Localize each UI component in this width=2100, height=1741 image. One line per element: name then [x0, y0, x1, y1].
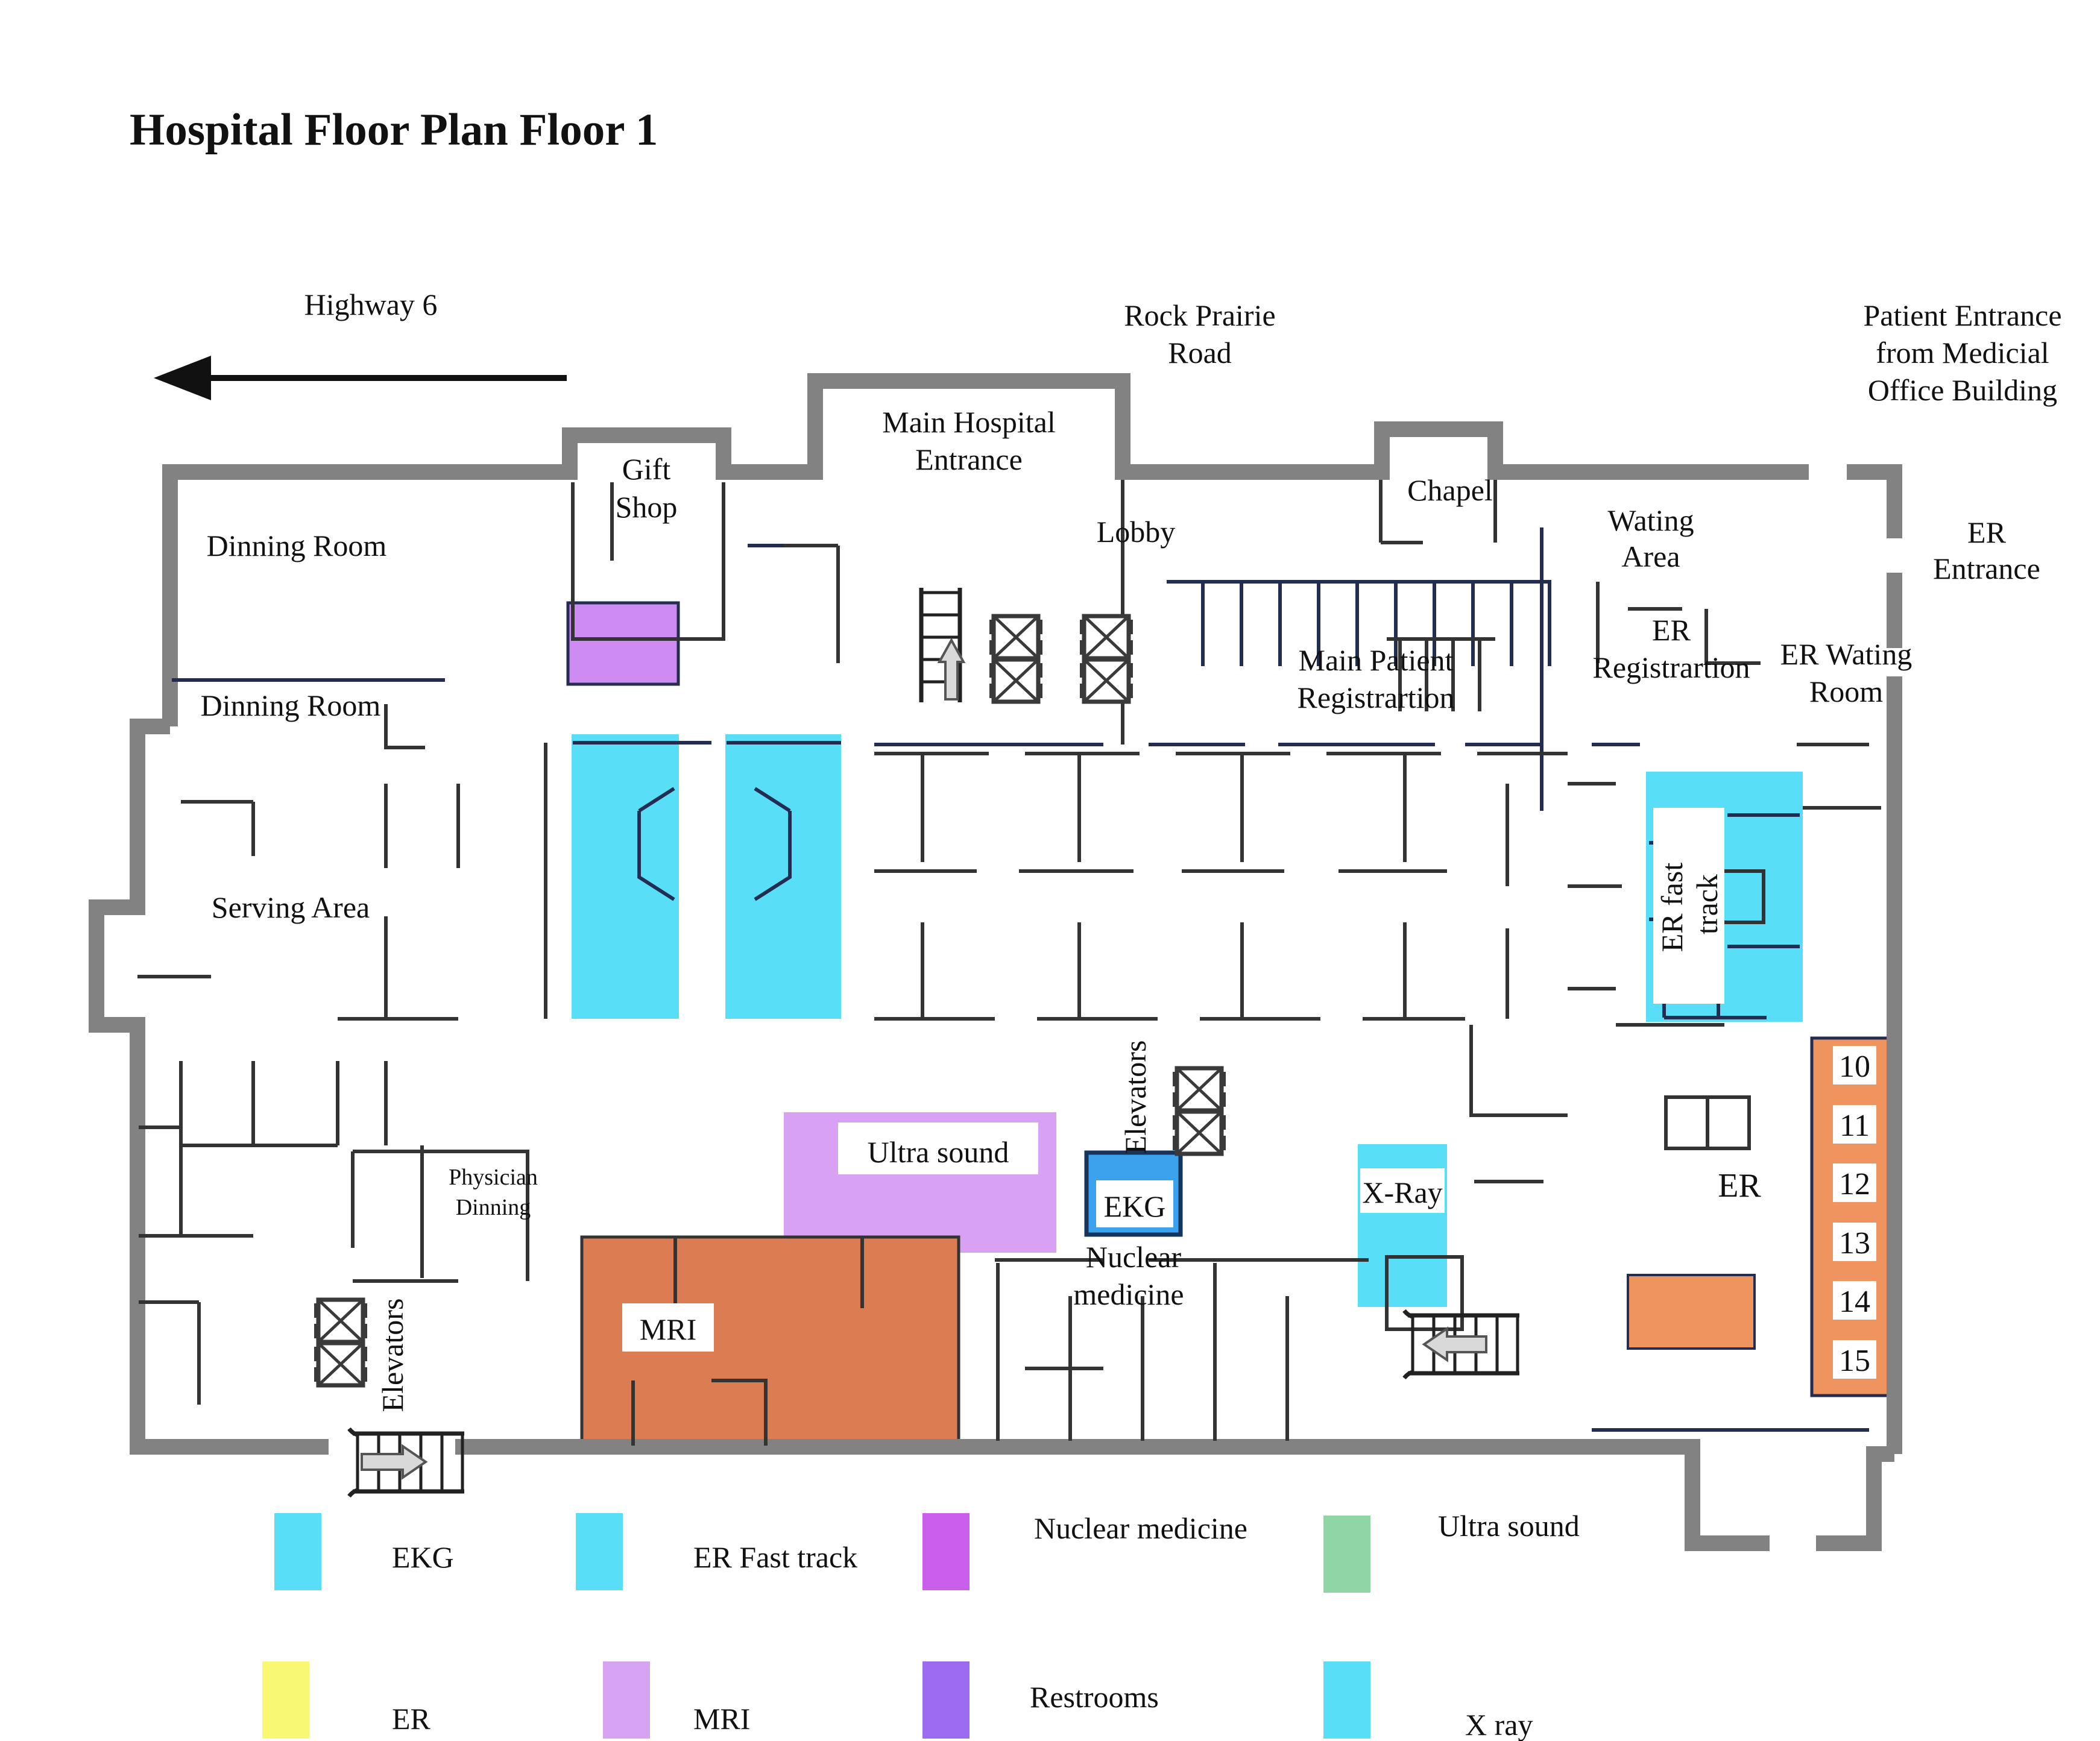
rock-prairie-road-label-1: Rock Prairie	[1124, 298, 1275, 332]
legend-swatch-er	[262, 1661, 309, 1739]
ultra-sound-label-box	[838, 1122, 1038, 1174]
rock-prairie-road-label-2: Road	[1168, 336, 1232, 370]
er-rooms-strip	[1810, 1036, 1896, 1397]
exam-room-cyan-left	[572, 734, 679, 1019]
interior-walls	[137, 480, 1881, 1446]
nuclear-medicine-label-1: Nuclear	[1086, 1240, 1182, 1274]
room-13-label: 13	[1839, 1226, 1870, 1261]
legend-swatch-restrooms	[922, 1661, 970, 1739]
ultra-sound-label: Ultra sound	[868, 1135, 1009, 1169]
dinning-room-label-2: Dinning Room	[201, 688, 381, 722]
legend-label-er: ER	[392, 1702, 431, 1736]
er-entrance-label-1: ER	[1967, 515, 2007, 549]
x-ray-label: X-Ray	[1362, 1176, 1442, 1209]
page-title: Hospital Floor Plan Floor 1	[130, 105, 658, 155]
lobby-stairs-up-arrow	[937, 637, 966, 700]
room-11-box	[1833, 1105, 1876, 1144]
er-fast-track-label-box	[1653, 808, 1724, 1004]
er-fast-track-label-1: ER fast	[1655, 863, 1689, 952]
room-15-label: 15	[1839, 1344, 1870, 1378]
room-11-label: 11	[1840, 1109, 1870, 1143]
legend-label-ultra-sound: Ultra sound	[1438, 1509, 1580, 1543]
legend: EKG ER Fast track Nuclear medicine Ultra…	[262, 1509, 1580, 1741]
room-15-box	[1833, 1340, 1876, 1379]
legend-swatch-x-ray	[1323, 1661, 1370, 1739]
x-ray-label-box	[1360, 1168, 1445, 1213]
physician-dinning-label-1: Physician	[449, 1165, 538, 1190]
main-entrance-label-1: Main Hospital	[882, 405, 1055, 439]
lobby-elevator-bank	[921, 588, 1133, 702]
room-10-label: 10	[1839, 1050, 1870, 1084]
label-boxes	[622, 808, 1876, 1379]
room-14-box	[1833, 1281, 1876, 1320]
highway-arrow-head	[154, 356, 211, 400]
legend-swatch-ultra-sound	[1323, 1516, 1370, 1593]
dinning-room-label-1: Dinning Room	[207, 529, 387, 562]
ekg-label-box	[1096, 1180, 1173, 1227]
wating-area-label-2: Area	[1621, 540, 1680, 573]
wating-area-label-1: Wating	[1607, 503, 1694, 537]
er-fast-track-label-2: track	[1690, 874, 1724, 934]
highway-arrow	[154, 356, 567, 400]
er-label: ER	[1718, 1167, 1761, 1204]
gift-shop-label-2: Shop	[616, 490, 678, 524]
highway-label: Highway 6	[304, 288, 438, 321]
patient-entrance-label-3: Office Building	[1868, 373, 2057, 407]
legend-label-er-fast-track: ER Fast track	[693, 1540, 857, 1574]
room-13-box	[1833, 1223, 1876, 1261]
nuclear-medicine-label-2: medicine	[1073, 1277, 1184, 1311]
ekg-label: EKG	[1104, 1189, 1166, 1223]
legend-label-x-ray: X ray	[1465, 1708, 1533, 1741]
outer-wall-patient-corner	[1847, 464, 1902, 538]
patient-entrance-label-2: from Medicial	[1876, 336, 2049, 370]
bottom-left-elevator-bank	[314, 1300, 464, 1496]
bottom-left-stairs-arrow	[361, 1444, 428, 1480]
lobby-label: Lobby	[1097, 515, 1176, 549]
er-registration-label-1: ER	[1652, 613, 1691, 647]
elevators-bottom-left-label: Elevators	[376, 1299, 409, 1412]
outer-wall-left-lower	[89, 719, 329, 1455]
interior-walls-top-black	[571, 480, 1881, 924]
er-wating-room-label-2: Room	[1809, 675, 1883, 708]
door-chevrons	[637, 787, 792, 901]
room-14-label: 14	[1839, 1285, 1870, 1319]
legend-label-nuclear-medicine: Nuclear medicine	[1034, 1511, 1247, 1545]
legend-label-mri: MRI	[693, 1702, 750, 1736]
central-elevator-bank	[1173, 1068, 1226, 1154]
room-12-label: 12	[1839, 1167, 1870, 1201]
main-patient-reg-label-1: Main Patient	[1299, 643, 1454, 677]
physician-dinning-label-2: Dinning	[456, 1195, 531, 1220]
er-wating-room-label-1: ER Wating	[1780, 637, 1912, 671]
chapel-label: Chapel	[1407, 473, 1493, 507]
elevators-central-label: Elevators	[1118, 1041, 1152, 1154]
legend-label-ekg: EKG	[392, 1540, 454, 1574]
er-entrance-label-2: Entrance	[1933, 552, 2040, 585]
room-12-box	[1833, 1163, 1876, 1202]
er-stairs-arrow	[1422, 1326, 1487, 1362]
gift-shop-label-1: Gift	[622, 452, 671, 486]
er-orange-room	[1627, 1274, 1756, 1350]
room-10-box	[1833, 1046, 1876, 1085]
outer-wall-top-left	[162, 373, 1809, 726]
exam-room-cyan-right	[725, 734, 841, 1019]
outer-wall-bottom	[455, 1439, 1894, 1551]
er-registration-label-2: Registrartion	[1592, 650, 1750, 684]
legend-swatch-er-fast-track	[576, 1513, 623, 1590]
legend-swatch-mri	[603, 1661, 650, 1739]
mri-label: MRI	[640, 1312, 696, 1346]
restroom-area	[566, 601, 680, 686]
main-patient-reg-label-2: Registrartion	[1297, 681, 1454, 714]
legend-swatch-nuclear-medicine	[922, 1513, 970, 1590]
main-entrance-label-2: Entrance	[915, 442, 1023, 476]
legend-swatch-ekg	[274, 1513, 321, 1590]
legend-label-restrooms: Restrooms	[1030, 1680, 1159, 1714]
interior-walls-middle	[137, 704, 1622, 1021]
er-stairs	[1404, 1311, 1519, 1378]
mri-label-box	[622, 1303, 714, 1352]
patient-entrance-label-1: Patient Entrance	[1863, 298, 2061, 332]
outer-walls	[89, 373, 1902, 1551]
serving-area-label: Serving Area	[212, 890, 370, 924]
